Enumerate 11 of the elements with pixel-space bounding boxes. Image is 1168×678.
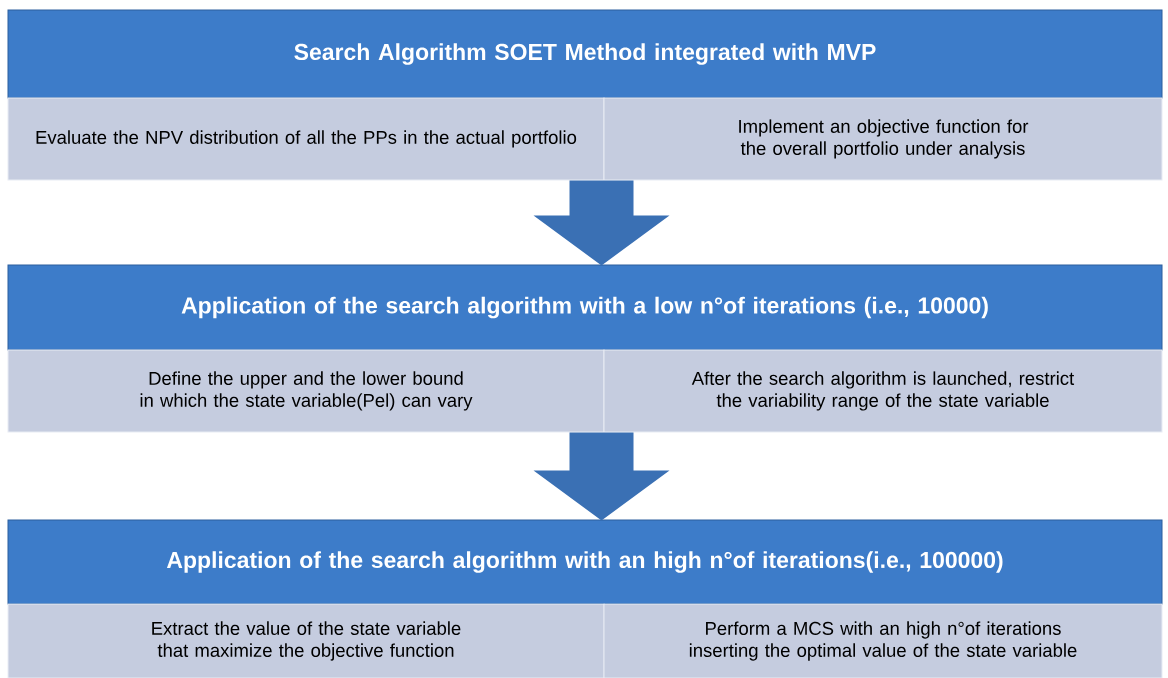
step-box: After the search algorithm is launched, restrict the variability range of the state variable [603,349,1163,433]
step-box: Implement an objective function for the overall portfolio under analysis [603,97,1163,181]
step-box: Perform a MCS with an high n°of iterations inserting the optimal value of the state variable [603,603,1163,678]
block-arrow [533,180,670,266]
header-band: Search Algorithm SOET Method integrated with MVP [7,9,1163,99]
header-band: Application of the search algorithm with an high n°of iterations(i.e., 100000) [7,519,1163,605]
step-box: Define the upper and the lower bound in which the state variable(Pel) can vary [7,349,605,433]
step-box: Evaluate the NPV distribution of all the PPs in the actual portfolio [7,97,605,181]
block-arrow [533,432,670,521]
step-box: Extract the value of the state variable that maximize the objective function [7,603,605,678]
header-band: Application of the search algorithm with a low n°of iterations (i.e., 10000) [7,264,1163,351]
